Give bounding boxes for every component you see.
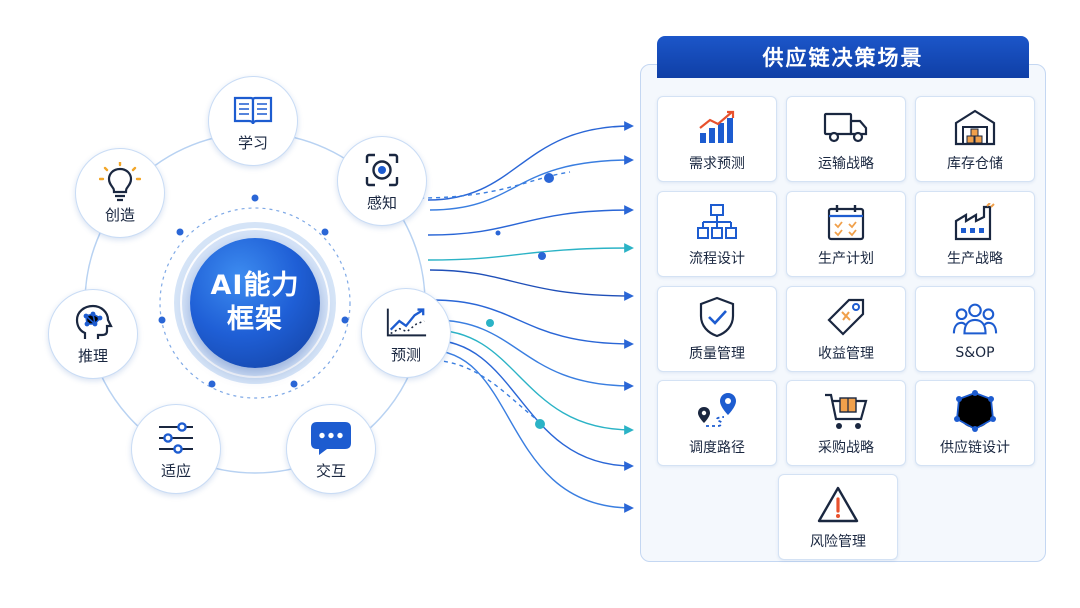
flow-line-8	[431, 329, 634, 435]
scenario-card-dispatch-route[interactable]: 调度路径	[657, 380, 777, 466]
scenario-label: 生产计划	[818, 251, 874, 267]
flow-line-2	[429, 155, 634, 211]
scenario-card-transport[interactable]: 运输战略	[786, 96, 906, 182]
capability-node-interact[interactable]: 交互	[286, 404, 376, 494]
scenario-label: 运输战略	[818, 156, 874, 172]
sliders-icon	[154, 418, 198, 458]
team-icon	[952, 297, 998, 341]
camera-focus-icon	[360, 150, 404, 190]
panel-title: 供应链决策场景	[657, 36, 1029, 78]
open-book-icon	[231, 90, 275, 130]
scenario-label: 调度路径	[689, 440, 745, 456]
calendar-check-icon	[823, 200, 869, 244]
scenario-label: 生产战略	[947, 251, 1003, 267]
lightbulb-icon	[98, 161, 142, 202]
capability-label: 创造	[104, 205, 135, 224]
core-halo-ring	[174, 222, 336, 384]
scenario-card-procurement[interactable]: 采购战略	[786, 380, 906, 466]
capability-label: 交互	[315, 461, 346, 480]
capability-label: 预测	[390, 345, 421, 364]
orbit-dots	[158, 194, 349, 388]
scenario-label: 收益管理	[818, 346, 874, 362]
shopping-cart-icon	[823, 389, 869, 433]
scenario-card-inventory[interactable]: 库存仓储	[915, 96, 1035, 182]
core-title-line1: AI能力	[210, 270, 300, 301]
scenario-label: 质量管理	[689, 346, 745, 362]
core-title-line2: 框架	[227, 304, 283, 335]
capability-node-adapt[interactable]: 适应	[131, 404, 221, 494]
flow-line-6	[431, 299, 634, 349]
scenario-card-sop[interactable]: S&OP	[915, 286, 1035, 372]
route-pins-icon	[694, 389, 740, 433]
scenario-card-demand-forecast[interactable]: 需求预测	[657, 96, 777, 182]
flowchart-icon	[694, 200, 740, 244]
ai-core-circle: AI能力 框架	[190, 238, 320, 368]
flow-line-dashed-1	[419, 171, 571, 199]
scenario-label: 供应链设计	[940, 440, 1010, 456]
scenario-card-process-design[interactable]: 流程设计	[657, 191, 777, 277]
scenario-card-supply-chain-design[interactable]: 供应链设计	[915, 380, 1035, 466]
capability-node-perceive[interactable]: 感知	[337, 136, 427, 226]
capability-label: 适应	[160, 461, 191, 480]
flow-line-1	[427, 121, 634, 201]
flow-line-5	[429, 269, 634, 301]
scenario-label: 流程设计	[689, 251, 745, 267]
capability-node-predict[interactable]: 预测	[361, 288, 451, 378]
scenario-card-revenue[interactable]: 收益管理	[786, 286, 906, 372]
brain-network-icon	[71, 303, 115, 343]
factory-icon	[952, 200, 998, 244]
warning-triangle-icon	[815, 483, 861, 527]
flow-line-3	[427, 205, 634, 236]
capability-node-learn[interactable]: 学习	[208, 76, 298, 166]
capability-label: 推理	[77, 346, 108, 365]
flow-line-dashed-2	[427, 359, 541, 423]
scenario-label: 风险管理	[810, 534, 866, 550]
scenario-card-production-plan[interactable]: 生产计划	[786, 191, 906, 277]
capability-label: 学习	[237, 133, 268, 152]
scenario-card-production-strategy[interactable]: 生产战略	[915, 191, 1035, 277]
chat-bubble-icon	[309, 418, 353, 458]
scenario-label: 需求预测	[689, 156, 745, 172]
bar-trend-icon	[694, 105, 740, 149]
capability-node-reason[interactable]: 推理	[48, 289, 138, 379]
shield-check-icon	[694, 295, 740, 339]
price-tag-icon	[823, 295, 869, 339]
warehouse-icon	[952, 105, 998, 149]
flow-line-9	[429, 339, 634, 471]
flow-line-10	[427, 349, 634, 513]
capability-node-create[interactable]: 创造	[75, 148, 165, 238]
capability-label: 感知	[366, 193, 397, 212]
scenario-label: S&OP	[955, 345, 995, 361]
scenario-label: 采购战略	[818, 440, 874, 456]
trend-chart-icon	[384, 302, 428, 342]
global-network-icon	[952, 389, 998, 433]
flow-line-4	[427, 243, 634, 261]
scenario-label: 库存仓储	[947, 156, 1003, 172]
truck-icon	[823, 105, 869, 149]
scenario-card-quality[interactable]: 质量管理	[657, 286, 777, 372]
flow-line-7	[433, 319, 634, 391]
inner-dashed-ring	[159, 207, 351, 399]
flow-dots	[486, 173, 554, 429]
scenario-card-risk[interactable]: 风险管理	[778, 474, 898, 560]
